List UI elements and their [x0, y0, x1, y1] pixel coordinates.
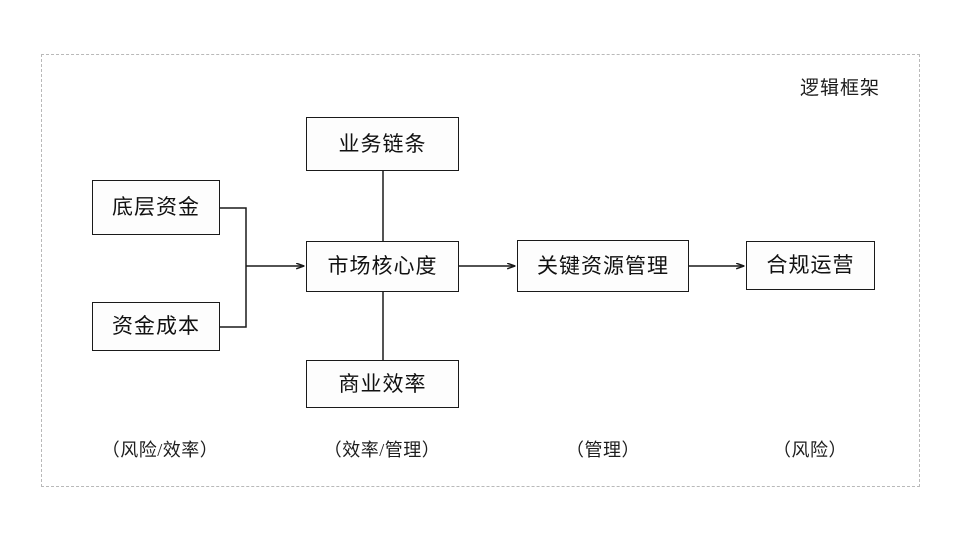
- node-compliance-operation[interactable]: 合规运营: [746, 241, 875, 290]
- node-market-core-degree[interactable]: 市场核心度: [306, 241, 459, 292]
- node-base-funds[interactable]: 底层资金: [92, 180, 220, 235]
- node-business-chain[interactable]: 业务链条: [306, 117, 459, 171]
- diagram-outer-frame: [41, 54, 920, 487]
- caption-column-3: （管理）: [566, 440, 640, 460]
- node-key-resource-management[interactable]: 关键资源管理: [517, 240, 689, 292]
- caption-column-1: （风险/效率）: [101, 440, 219, 460]
- caption-column-4: （风险）: [773, 440, 847, 460]
- diagram-title: 逻辑框架: [799, 78, 880, 99]
- node-fund-cost[interactable]: 资金成本: [92, 302, 220, 351]
- node-business-efficiency[interactable]: 商业效率: [306, 360, 459, 408]
- caption-column-2: （效率/管理）: [323, 440, 441, 460]
